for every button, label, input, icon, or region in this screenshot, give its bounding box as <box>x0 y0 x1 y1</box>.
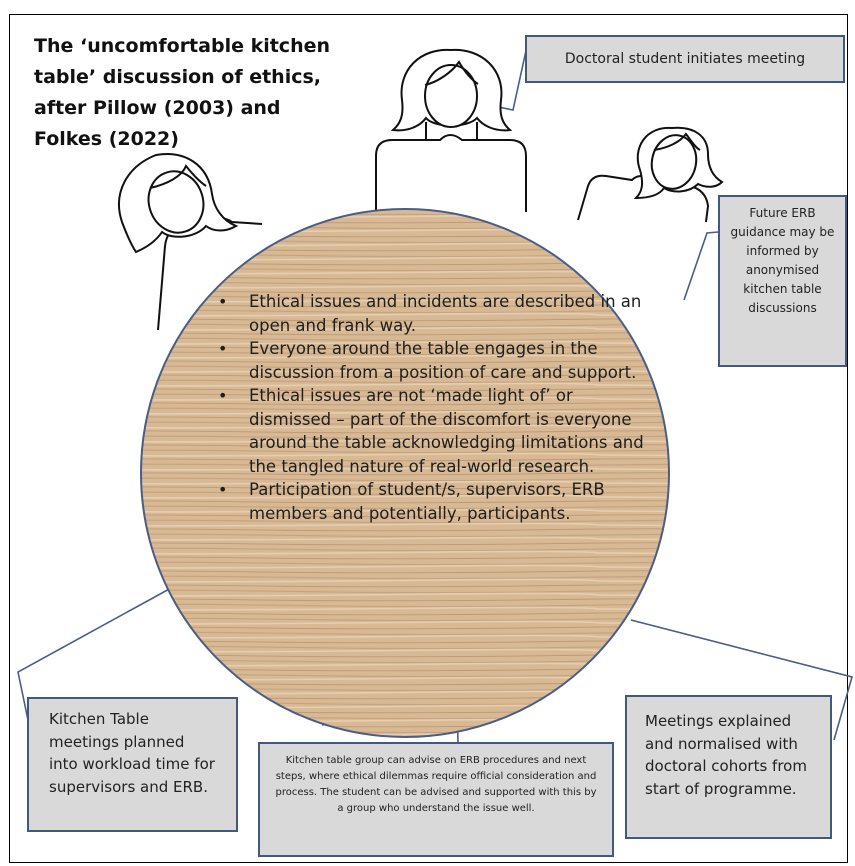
person-left-icon <box>118 153 263 331</box>
connector-right <box>683 231 719 301</box>
callout-text: Doctoral student initiates meeting <box>564 51 806 67</box>
callout-doctoral-cohorts: Meetings explained and normalised with d… <box>625 695 832 839</box>
person-right-icon <box>577 126 724 223</box>
bullet-dot: • <box>218 339 228 358</box>
bullet-dot: • <box>218 386 228 405</box>
callout-erb-procedures: Kitchen table group can advise on ERB pr… <box>258 742 614 857</box>
table-bullet-list: • Ethical issues and incidents are descri… <box>218 290 658 525</box>
bullet-item: • Participation of student/s, supervisors… <box>218 478 658 525</box>
callout-workload-time: Kitchen Table meetings planned into work… <box>27 697 238 832</box>
bullet-text: Ethical issues are not ‘made light of’ o… <box>249 386 644 476</box>
callout-future-erb-guidance: Future ERB guidance may be informed by a… <box>718 195 847 367</box>
round-wooden-table-icon <box>140 208 670 738</box>
bullet-dot: • <box>218 480 228 499</box>
bullet-text: Everyone around the table engages in the… <box>249 339 637 382</box>
diagram-title: The ‘uncomfortable kitchen table’ discus… <box>34 35 331 150</box>
connector-bottom-right <box>630 619 853 741</box>
bullet-dot: • <box>218 292 228 311</box>
bullet-text: Ethical issues and incidents are describ… <box>249 292 642 335</box>
bullet-text: Participation of student/s, supervisors,… <box>249 480 605 523</box>
bullet-item: • Ethical issues and incidents are descri… <box>218 290 658 337</box>
callout-doctoral-student: Doctoral student initiates meeting <box>525 35 845 83</box>
person-top-icon <box>375 48 527 212</box>
connector-left <box>17 581 183 721</box>
bullet-item: • Everyone around the table engages in th… <box>218 337 658 384</box>
bullet-item: • Ethical issues are not ‘made light of’ … <box>218 384 658 478</box>
